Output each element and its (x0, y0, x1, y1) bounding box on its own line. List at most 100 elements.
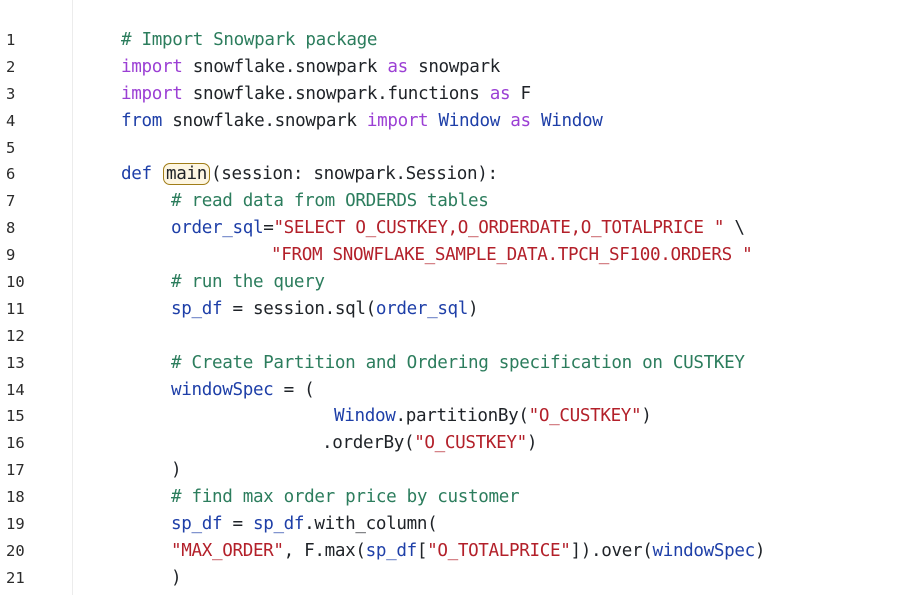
code-token: F (510, 83, 531, 104)
code-token: sp_df (171, 514, 223, 535)
code-token: "SELECT O_CUSTKEY,O_ORDERDATE,O_TOTALPRI… (273, 218, 725, 239)
line-number: 1 (6, 31, 16, 49)
line-number: 12 (6, 326, 25, 345)
code-token: sp_df (365, 540, 418, 561)
code-token: "MAX_ORDER" (171, 540, 284, 561)
line-number: 16 (6, 434, 25, 453)
code-line[interactable]: 5 (0, 135, 919, 162)
line-code: .orderBy("O_CUSTKEY") (322, 430, 537, 457)
code-token: # run the query (171, 272, 325, 293)
line-code: # find max order price by customer (171, 484, 520, 511)
code-line[interactable]: 18# find max order price by customer (0, 484, 919, 511)
highlighted-symbol: main (162, 163, 210, 186)
code-token: snowflake.snowpark (182, 56, 388, 77)
line-number: 20 (6, 541, 25, 560)
code-token: ) (754, 540, 766, 561)
code-token: (session: snowpark.Session): (210, 164, 498, 185)
line-number: 9 (6, 246, 16, 265)
line-number: 19 (6, 515, 25, 534)
code-token (152, 164, 162, 184)
code-line[interactable]: 1 # Import Snowpark package (0, 27, 919, 54)
code-token: ) (171, 460, 182, 481)
line-code: Window.partitionBy("O_CUSTKEY") (334, 403, 652, 430)
line-code: def main(session: snowpark.Session): (121, 161, 498, 188)
code-token: "FROM SNOWFLAKE_SAMPLE_DATA.TPCH_SF100.O… (271, 245, 753, 266)
code-line[interactable]: 12 (0, 323, 919, 350)
code-token: import (121, 56, 183, 77)
line-code: # read data from ORDERDS tables (171, 188, 489, 215)
line-number: 7 (6, 192, 16, 211)
code-token: snowflake.snowpark.functions (182, 83, 490, 104)
code-line[interactable]: 3 import snowflake.snowpark.functions as … (0, 81, 919, 108)
code-token: = (222, 514, 253, 535)
line-number: 4 (6, 111, 16, 130)
code-line[interactable]: 20"MAX_ORDER", F.max(sp_df["O_TOTALPRICE… (0, 538, 919, 565)
line-number: 10 (6, 273, 25, 292)
code-token: sp_df (252, 514, 305, 535)
code-line[interactable]: 4 from snowflake.snowpark import Window a… (0, 108, 919, 135)
line-number: 13 (6, 353, 25, 372)
line-number: 3 (6, 84, 16, 103)
line-code: # Create Partition and Ordering specific… (171, 350, 745, 377)
code-token: \ (724, 218, 745, 239)
code-token: order_sql (171, 218, 264, 239)
code-token: "O_CUSTKEY" (414, 433, 527, 454)
line-code: ) (171, 457, 182, 484)
code-token: = (263, 218, 274, 239)
line-number: 21 (6, 568, 25, 587)
code-line[interactable]: 10 # run the query (0, 269, 919, 296)
code-token: Window (530, 110, 603, 131)
code-token: sp_df (171, 298, 223, 319)
code-token: .orderBy( (322, 433, 415, 454)
line-code: ) (171, 565, 182, 592)
code-token: = session.sql( (222, 298, 376, 319)
line-number: 15 (6, 407, 25, 426)
code-line[interactable]: 21) (0, 565, 919, 592)
code-line[interactable]: 8 order_sql="SELECT O_CUSTKEY,O_ORDERDATE… (0, 215, 919, 242)
code-token: snowflake.snowpark (161, 110, 367, 131)
code-token: .with_column( (304, 514, 438, 535)
code-line[interactable]: 7 # read data from ORDERDS tables (0, 188, 919, 215)
code-token: "O_CUSTKEY" (528, 406, 642, 427)
code-token: Window (428, 110, 511, 131)
code-token: as (510, 110, 531, 131)
line-code: # run the query (171, 269, 325, 296)
line-code: sp_df = sp_df.with_column( (171, 511, 438, 538)
line-code: import snowflake.snowpark.functions as F (121, 81, 531, 108)
code-token: , F.max( (283, 540, 366, 561)
code-token: as (489, 83, 511, 104)
line-number: 11 (6, 299, 25, 318)
code-token: ) (171, 567, 182, 588)
code-line[interactable]: 15 Window.partitionBy("O_CUSTKEY") (0, 403, 919, 430)
code-line[interactable]: 9 "FROM SNOWFLAKE_SAMPLE_DATA.TPCH_SF100.… (0, 242, 919, 269)
code-token: windowSpec (171, 379, 274, 400)
line-number: 8 (6, 219, 16, 238)
code-token: from (121, 110, 162, 131)
gutter-divider (72, 0, 73, 595)
code-token: Window (334, 406, 396, 427)
line-code: windowSpec = ( (171, 377, 315, 404)
line-number: 6 (6, 165, 16, 184)
line-number: 2 (6, 57, 16, 76)
code-token: windowSpec (652, 540, 755, 561)
line-code: order_sql="SELECT O_CUSTKEY,O_ORDERDATE,… (171, 215, 745, 242)
line-code: from snowflake.snowpark import Window as… (121, 108, 603, 135)
code-line[interactable]: 16 .orderBy("O_CUSTKEY") (0, 430, 919, 457)
line-code: "FROM SNOWFLAKE_SAMPLE_DATA.TPCH_SF100.O… (271, 242, 753, 269)
code-line[interactable]: 6 def main(session: snowpark.Session): (0, 161, 919, 188)
code-token: # Create Partition and Ordering specific… (171, 352, 745, 373)
code-lines: 1 # Import Snowpark package 2 import snowfl… (0, 27, 919, 592)
code-token: # read data from ORDERDS tables (171, 191, 489, 212)
code-token: # Import Snowpark package (121, 30, 378, 50)
code-token: ) (641, 406, 652, 427)
code-token: # find max order price by customer (171, 487, 520, 508)
code-token: import (366, 110, 429, 131)
code-line[interactable]: 13 # Create Partition and Ordering specif… (0, 350, 919, 377)
code-token: def (121, 164, 152, 185)
code-line[interactable]: 17) (0, 457, 919, 484)
